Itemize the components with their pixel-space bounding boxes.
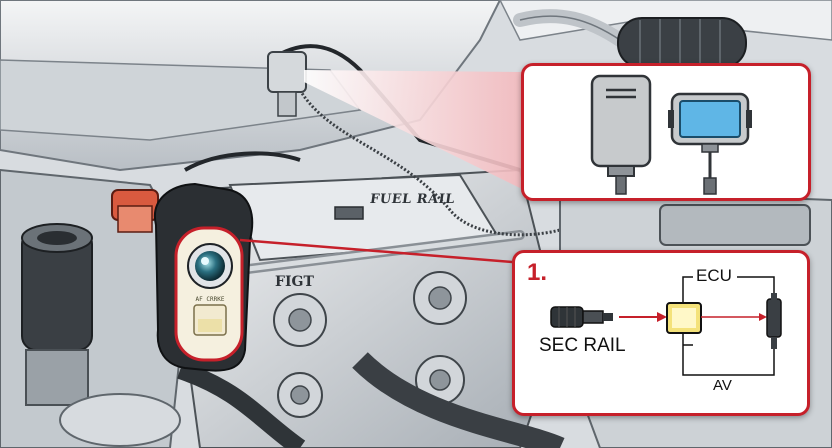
connector-callout — [521, 63, 811, 201]
sec-rail-connector-icon — [550, 306, 613, 328]
wiring-schematic — [550, 276, 782, 376]
av-connector-icon — [766, 293, 782, 349]
ecu-module-icon — [666, 302, 702, 334]
display-module-icon — [668, 92, 752, 195]
sec-rail-label: SEC RAIL — [539, 335, 626, 356]
ecu-label: ECU — [696, 266, 732, 285]
wiring-callout: 1. ECU SEC RAIL AV — [512, 250, 810, 416]
gauge-readout: AF CRRKE — [195, 296, 225, 303]
sensor-module-icon — [590, 74, 652, 195]
diagnostic-gauge — [153, 182, 254, 372]
fuel-rail-label: FUEL RAIL — [368, 192, 456, 207]
av-label: AV — [713, 377, 732, 394]
connector-callout-drawing — [590, 74, 752, 195]
step-number: 1. — [527, 259, 548, 286]
figt-label: FIGT — [275, 274, 314, 290]
